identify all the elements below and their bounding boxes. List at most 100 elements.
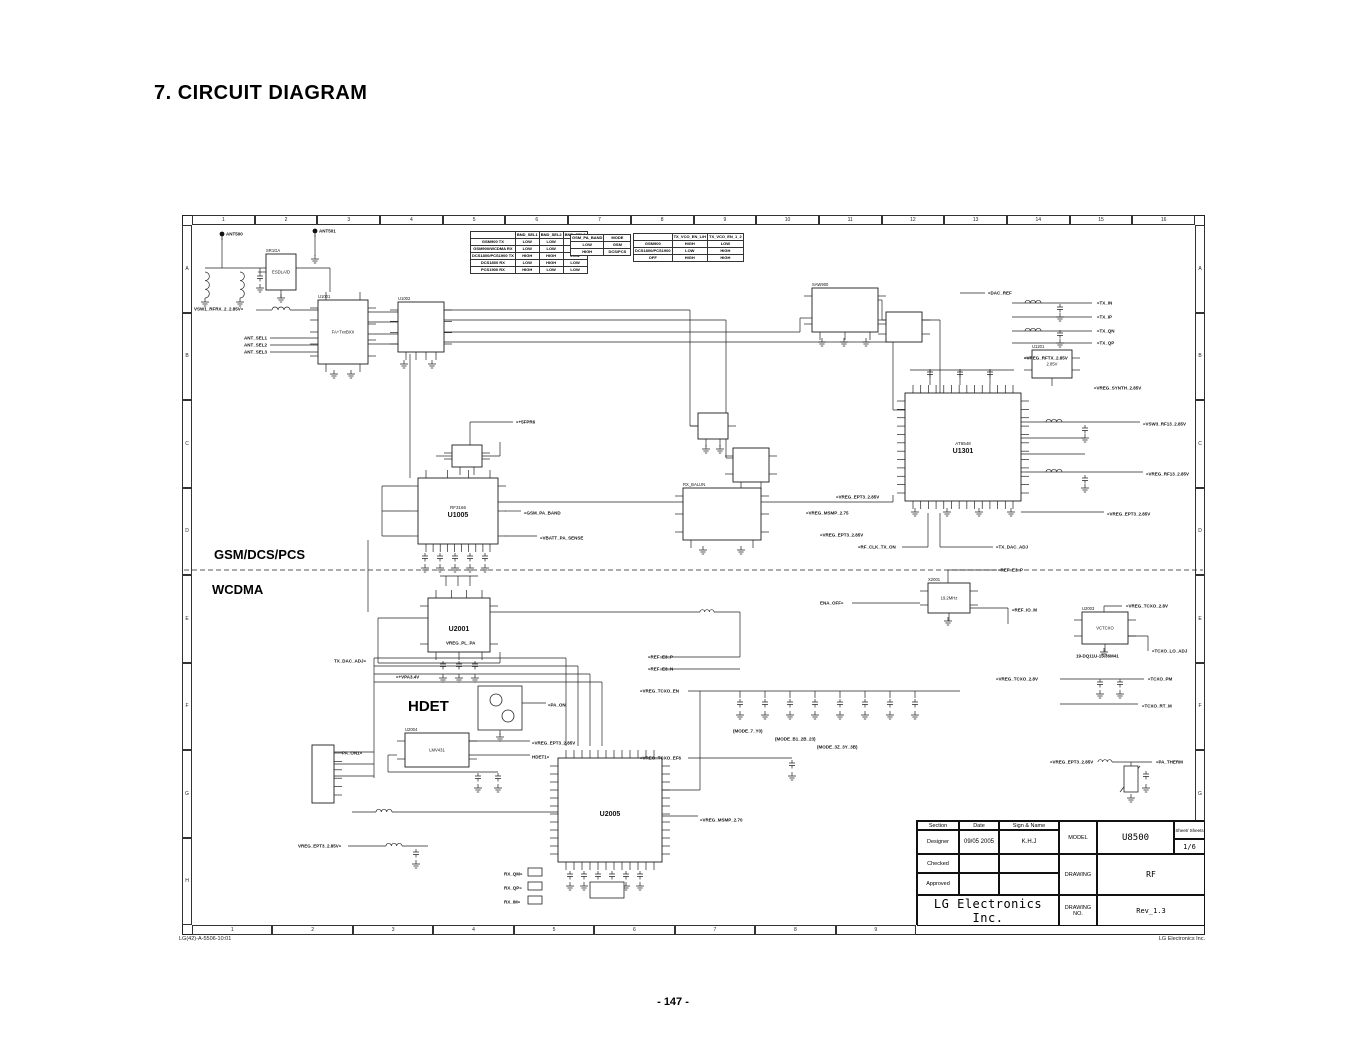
ground-symbol xyxy=(330,370,338,379)
capacitor-symbol xyxy=(762,699,768,708)
ic-ref-label: RX_BALUN xyxy=(683,482,705,487)
table-band-select-cell: HIGH xyxy=(514,266,540,274)
frame-row-right-F: F xyxy=(1195,662,1205,750)
ic-part-label: VCTCXO xyxy=(1096,626,1114,631)
frame-col-top-2: 2 xyxy=(254,215,318,225)
tb-approved-date xyxy=(959,873,999,895)
capacitor-symbol xyxy=(1143,771,1149,780)
ground-symbol xyxy=(861,711,869,720)
net-label: «VREG_EPT3_2.85V xyxy=(1050,760,1093,765)
capacitor-symbol xyxy=(437,553,443,562)
ic-ref-label: U1002 xyxy=(398,296,411,301)
tb-drawing-no-label: DRAWING NO. xyxy=(1059,895,1097,926)
ground-symbol xyxy=(737,546,745,555)
capacitor-symbol xyxy=(787,699,793,708)
net-label: «TX_DAC_ADJ xyxy=(996,545,1029,550)
net-label: «REF_E3_P xyxy=(648,655,673,660)
net-label: «VREG_EPT3_2.85V xyxy=(820,533,863,538)
net-label: «+5FPR6 xyxy=(516,420,536,425)
table-band-select-header xyxy=(470,231,516,239)
ic-part-label: FA+TxxBXX xyxy=(332,330,355,335)
ground-symbol xyxy=(911,508,919,517)
ground-symbol xyxy=(428,360,436,369)
ground-symbol xyxy=(311,255,319,264)
frame-row-left-C: C xyxy=(182,400,192,488)
ground-symbol xyxy=(1081,434,1089,443)
capacitor-symbol xyxy=(987,369,993,378)
page-title: 7. CIRCUIT DIAGRAM xyxy=(154,82,368,104)
net-label: «TX_IP xyxy=(1097,315,1112,320)
capacitor-symbol xyxy=(837,699,843,708)
ic-ref-label: U1001 xyxy=(318,294,331,299)
inductor-symbol xyxy=(204,271,210,299)
frame-col-top-13: 13 xyxy=(944,215,1007,225)
ground-symbol xyxy=(636,882,644,891)
ground-symbol xyxy=(699,546,707,555)
table-tx-vco-cell: HIGH xyxy=(707,254,744,262)
net-label: «TCXO_PM xyxy=(1148,677,1173,682)
table-tx-vco-header: TX_VCO_EN_L/H xyxy=(671,233,709,241)
frame-col-top-5: 5 xyxy=(442,215,506,225)
ic-box-u2005 xyxy=(557,757,663,863)
frame-row-left-E: E xyxy=(182,575,192,663)
capacitor-symbol xyxy=(1057,304,1063,313)
table-band-select-cell: LOW xyxy=(538,245,564,253)
tb-checked-date xyxy=(959,854,999,873)
net-label: «DAC_REF xyxy=(988,291,1012,296)
table-pa-mode-cell: GSM xyxy=(603,241,632,249)
table-band-select-cell: LOW xyxy=(562,259,588,267)
net-label: VREG_EPT3_2.85V» xyxy=(298,844,342,849)
ground-symbol xyxy=(1007,508,1015,517)
capacitor-symbol xyxy=(609,871,615,880)
component-box xyxy=(527,867,543,877)
ic-box-x2001 xyxy=(927,582,971,614)
net-label: «PA_ON xyxy=(548,703,566,708)
component-box xyxy=(1123,765,1139,793)
tb-designer-date: 09/05 2005 xyxy=(959,830,999,854)
tb-drawing-no-value: Rev_1.3 xyxy=(1097,895,1205,926)
ic-box xyxy=(732,447,770,483)
ic-box xyxy=(885,311,923,343)
capacitor-symbol xyxy=(623,871,629,880)
net-label: RX_IM» xyxy=(504,900,521,905)
table-tx-vco-cell: GSM900 xyxy=(633,240,673,248)
frame-col-top-15: 15 xyxy=(1069,215,1133,225)
ground-symbol xyxy=(421,564,429,573)
net-label: «VREG_TCXO_2.8V xyxy=(996,677,1038,682)
tb-model-label: MODEL xyxy=(1059,821,1097,854)
frame-col-bottom-1: 1 xyxy=(192,925,273,935)
capacitor-symbol xyxy=(862,699,868,708)
capacitor-symbol xyxy=(1082,425,1088,434)
tb-checked-label: Checked xyxy=(917,854,959,873)
ground-symbol xyxy=(944,617,952,626)
ground-symbol xyxy=(1081,484,1089,493)
table-band-select-cell: LOW xyxy=(514,245,540,253)
tb-approved-label: Approved xyxy=(917,873,959,895)
frame-col-top-1: 1 xyxy=(192,215,255,225)
capacitor-symbol xyxy=(567,871,573,880)
ground-symbol xyxy=(836,711,844,720)
title-block: Section Date Sign & Name Designer 09/05 … xyxy=(916,820,1205,926)
ground-symbol xyxy=(474,784,482,793)
table-band-select-cell: LOW xyxy=(562,266,588,274)
table-band-select-cell: HIGH xyxy=(538,259,564,267)
frame-col-top-11: 11 xyxy=(818,215,882,225)
frame-row-left-B: B xyxy=(182,312,192,400)
component-box xyxy=(477,685,523,731)
ground-symbol xyxy=(451,564,459,573)
net-label: «TX_IN xyxy=(1097,301,1112,306)
capacitor-symbol xyxy=(927,369,933,378)
net-label: (MODE_3Z_3Y_3B) xyxy=(817,745,858,750)
net-label: «REF_E3_P xyxy=(998,568,1023,573)
ic-box-u1002 xyxy=(397,301,445,353)
net-label: «VREG_EPT3_2.85V xyxy=(532,741,575,746)
ic-part-label: 2.85V xyxy=(1047,362,1058,367)
inductor-symbol xyxy=(699,609,715,613)
table-band-select-header: BND_SEL2 xyxy=(538,231,564,239)
table-tx-vco-cell: DCS1800/PCS1900 xyxy=(633,247,673,255)
frame-row-right-D: D xyxy=(1195,487,1205,575)
capacitor-symbol xyxy=(257,273,263,282)
ic-box-u2004 xyxy=(404,732,470,768)
frame-row-right-C: C xyxy=(1195,400,1205,488)
